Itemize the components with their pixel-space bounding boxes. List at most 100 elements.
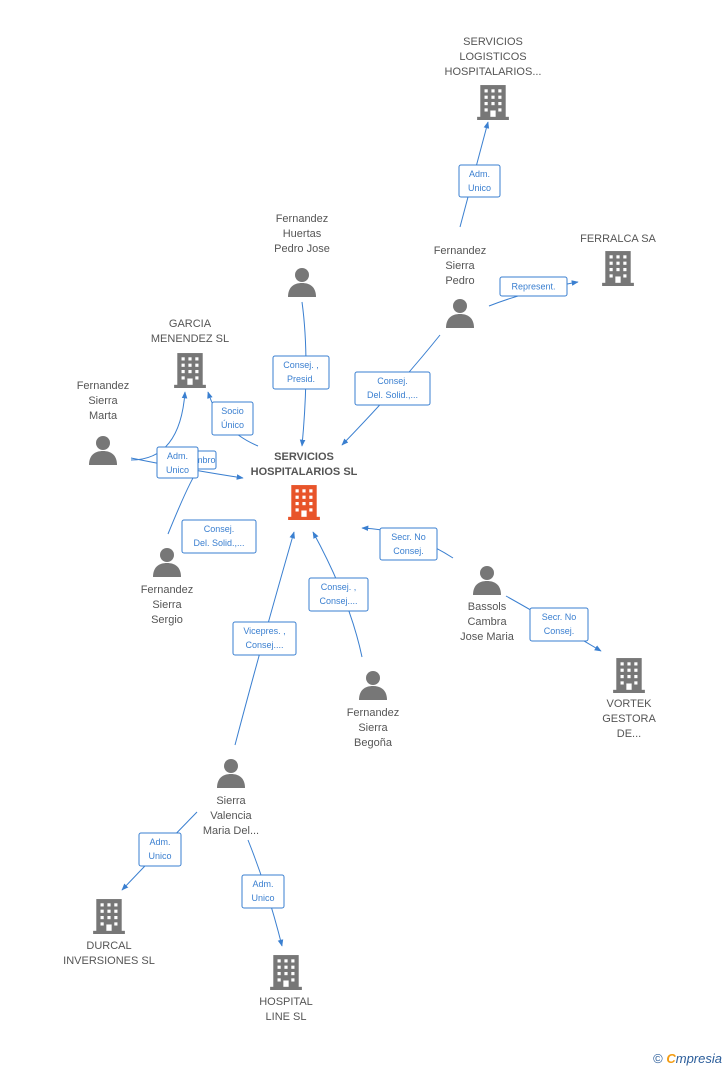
edge-label-text: Presid. [287, 374, 315, 384]
edge-label-e-sierravalencia-durcal[interactable]: Adm. Unico [138, 832, 182, 867]
company-node-vortek[interactable]: VORTEKGESTORADE... [602, 658, 656, 740]
edge-label-text: Consej. [393, 546, 424, 556]
person-icon [359, 671, 387, 700]
edge-label-box [529, 607, 589, 642]
node-label: Cambra [467, 616, 507, 628]
edge-label-e-sierravalencia-hospline[interactable]: Adm.Unico [241, 874, 285, 909]
edge-label-box [379, 527, 438, 561]
company-node-servicios-log[interactable]: SERVICIOS LOGISTICOS HOSPITALARIOS... [445, 36, 542, 120]
person-icon [288, 268, 316, 297]
node-label: Fernandez [347, 707, 400, 719]
edge-label-box [138, 832, 182, 867]
company-node-ferralca[interactable]: FERRALCA SA [580, 233, 657, 286]
edge-label-text: Consej.... [245, 640, 283, 650]
node-label: Pedro Jose [274, 243, 330, 255]
edge-label-text: Consej. [204, 524, 235, 534]
edge-label-box [354, 371, 431, 406]
edge-label-text: Unico [468, 183, 491, 193]
person-icon [217, 759, 245, 788]
edge-label-e-fspedro-servlog[interactable]: Adm. Unico [458, 164, 501, 198]
person-icon [153, 548, 181, 577]
edge-label-box [156, 446, 199, 479]
edge-label-e-fhpedrojose-center[interactable]: Consej. ,Presid. [272, 355, 330, 390]
node-label: Marta [89, 410, 118, 422]
node-label: Fernandez [276, 213, 329, 225]
edge-label-text: Socio [221, 406, 244, 416]
node-label: HOSPITAL [259, 996, 313, 1008]
node-label: FERRALCA SA [580, 233, 656, 245]
node-label: Sergio [151, 614, 183, 626]
edge-label-text: Unico [166, 465, 189, 475]
node-label: Jose Maria [460, 631, 515, 643]
edge-label-box [211, 401, 254, 436]
edge-label-text: Consej. , [321, 582, 357, 592]
edge-label-e-sierravalencia-center[interactable]: Vicepres. ,Consej.... [232, 621, 297, 656]
building-icon [270, 955, 302, 990]
building-icon [477, 85, 509, 120]
person-icon [89, 436, 117, 465]
node-label: Begoña [354, 737, 393, 749]
node-label: Huertas [283, 228, 322, 240]
node-label: VORTEK [606, 698, 652, 710]
node-label: HOSPITALARIOS... [445, 66, 542, 78]
edge-label-e-bassols-vortek[interactable]: Secr. No Consej. [529, 607, 589, 642]
edge-label-box [181, 519, 257, 554]
edge-label-text: Consej. [544, 626, 575, 636]
node-label: DURCAL [86, 940, 131, 952]
building-icon [602, 251, 634, 286]
copyright-symbol: © [653, 1051, 663, 1066]
node-label: Maria Del... [203, 825, 259, 837]
edge-label-e-fspedro-center[interactable]: Consej.Del. Solid.,... [354, 371, 431, 406]
node-label: Sierra [445, 260, 475, 272]
edge-label-e-fspedro-ferralca[interactable]: Represent. [499, 276, 568, 297]
person-icon [446, 299, 474, 328]
edge-label-e-begona-center[interactable]: Consej. ,Consej.... [308, 577, 369, 612]
edge-label-box [232, 621, 297, 656]
edge-label-text: Secr. No [542, 612, 577, 622]
empresia-logo[interactable]: © Cmpresia [653, 1051, 722, 1066]
brand-initial: C [666, 1051, 676, 1066]
edge-label-text: Adm. [252, 879, 273, 889]
node-label: Fernandez [77, 380, 130, 392]
edge-label-text: Represent. [511, 282, 555, 292]
building-icon [613, 658, 645, 693]
building-icon [93, 899, 125, 934]
building-icon [288, 485, 320, 520]
building-icon [174, 353, 206, 388]
node-label: DE... [617, 728, 641, 740]
node-label: GARCIA [169, 318, 212, 330]
node-label: Sierra [152, 599, 182, 611]
edge-label-text: Adm. [167, 451, 188, 461]
node-label: SERVICIOS [463, 36, 523, 48]
edge-label-text: Adm. [149, 837, 170, 847]
edge-label-text: Del. Solid.,... [193, 538, 244, 548]
edge-label-text: Unico [148, 851, 171, 861]
edge-line-e-marta-garcia [130, 391, 188, 461]
edge-label-box [308, 577, 369, 612]
edge-label-e-sergio-center[interactable]: Consej. Del. Solid.,... [181, 519, 257, 554]
node-label: LOGISTICOS [459, 51, 526, 63]
edge-label-box [458, 164, 501, 198]
node-label: Sierra [88, 395, 118, 407]
brand-name: mpresia [675, 1051, 722, 1066]
node-label: Sierra [216, 795, 246, 807]
edge-label-text: Adm. [469, 169, 490, 179]
edge-label-box [499, 276, 568, 297]
edge-label-e-marta-garcia[interactable]: Adm. Unico [156, 446, 199, 479]
